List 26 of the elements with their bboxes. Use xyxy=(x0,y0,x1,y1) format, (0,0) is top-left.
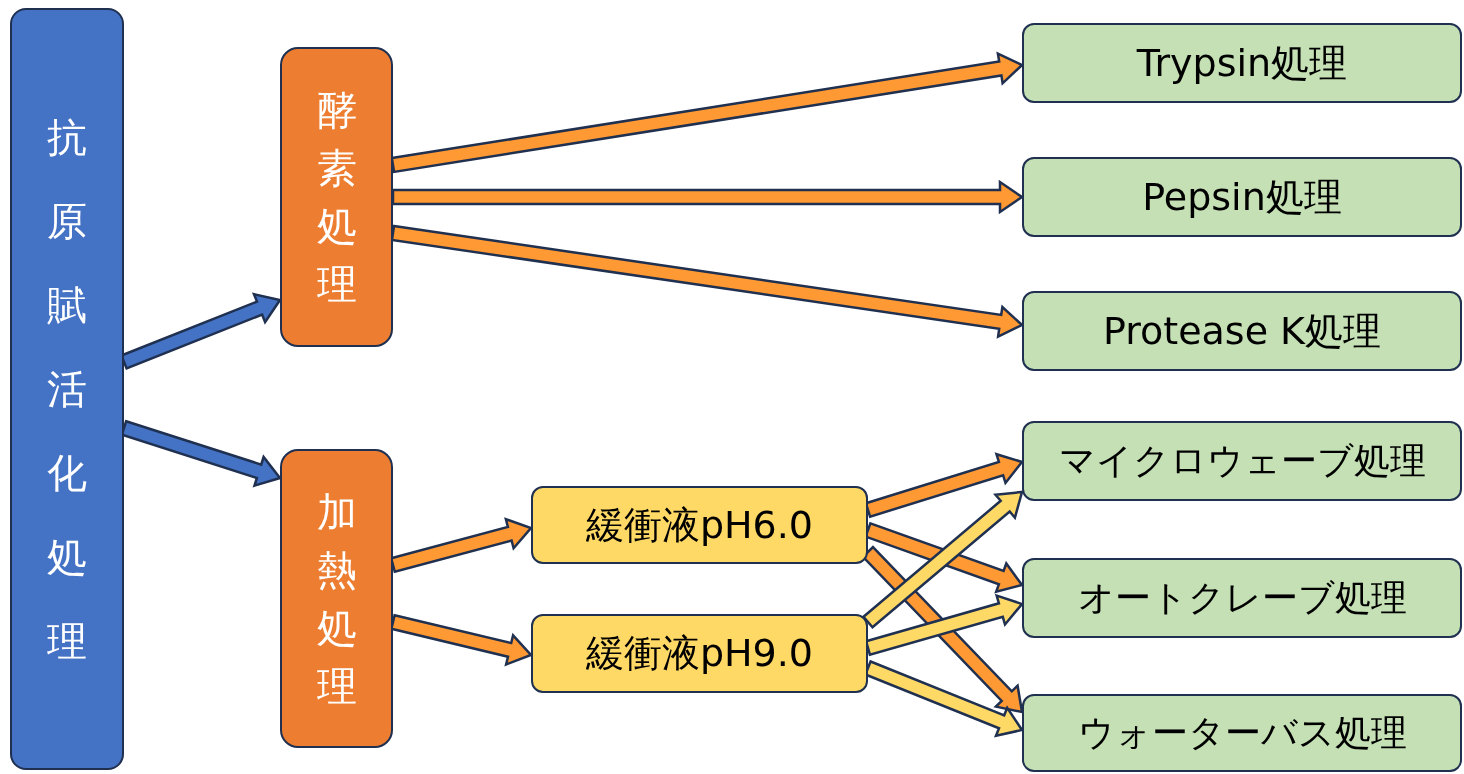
block-arrow xyxy=(861,490,1024,630)
node-label: Protease K処理 xyxy=(1103,307,1381,355)
process-box xyxy=(1022,694,1462,772)
node-label: Pepsin処理 xyxy=(1142,173,1342,221)
node-label: 酵素処理 xyxy=(316,86,357,309)
node-label: マイクロウェーブ処理 xyxy=(1058,438,1426,483)
node-label: Trypsin処理 xyxy=(1136,39,1348,87)
process-box xyxy=(280,449,393,748)
node-label: 緩衝液pH6.0 xyxy=(585,501,814,549)
process-box xyxy=(1022,421,1462,501)
node-label: ウォーターバス処理 xyxy=(1077,710,1407,755)
process-box xyxy=(1022,157,1462,237)
node-label: 加熱処理 xyxy=(316,487,357,711)
block-arrow xyxy=(390,224,1025,339)
process-box xyxy=(1022,291,1462,371)
process-box xyxy=(10,8,124,770)
block-arrow xyxy=(391,179,1025,215)
process-box xyxy=(280,47,393,347)
process-box xyxy=(531,614,868,693)
node-label: 緩衝液pH9.0 xyxy=(585,630,814,677)
node-label: オートクレーブ処理 xyxy=(1077,575,1407,620)
block-arrow xyxy=(390,51,1025,174)
process-box xyxy=(1022,23,1462,103)
process-box xyxy=(531,486,868,564)
process-box xyxy=(1022,558,1462,638)
node-label: 抗原賦活化処理 xyxy=(47,113,87,666)
